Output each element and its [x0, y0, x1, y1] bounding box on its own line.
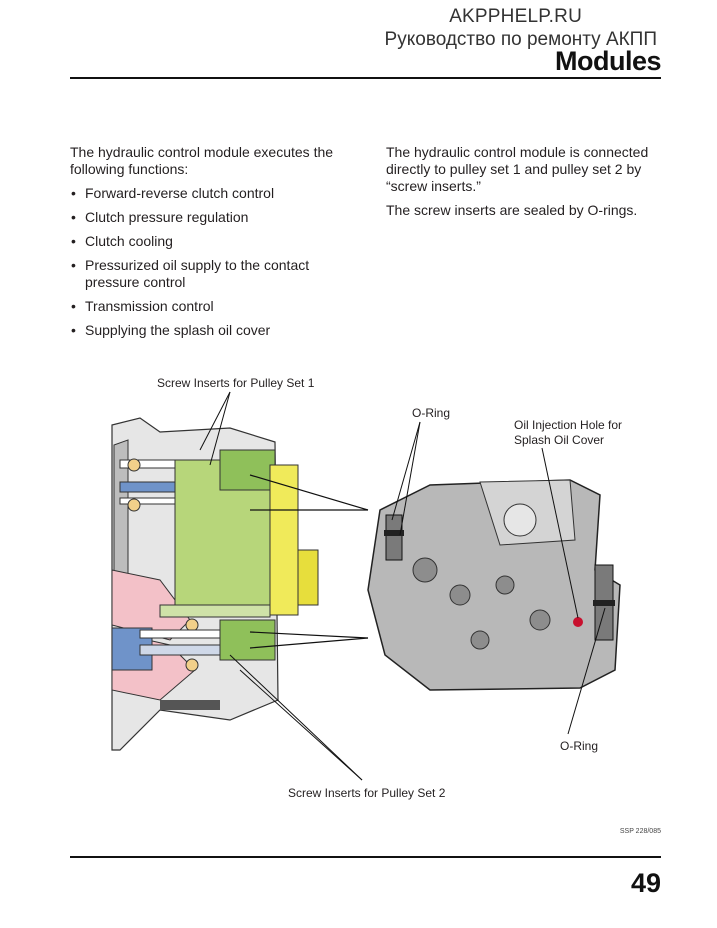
- label-leader-lines: [199, 391, 606, 781]
- hydraulic-module-illustration: Screw Inserts for Pulley Set 1 O-Ring Oi…: [100, 370, 660, 810]
- screw-inserts-pulley-set-2-label: Screw Inserts for Pulley Set 2: [288, 786, 446, 800]
- function-item: Transmission control: [70, 298, 360, 315]
- oil-injection-hole-label-line1: Oil Injection Hole for: [514, 418, 623, 432]
- connection-paragraph: The hydraulic control module is connecte…: [386, 144, 649, 194]
- illustration-drawing: [111, 391, 621, 781]
- function-item: Forward-reverse clutch control: [70, 185, 360, 202]
- function-item: Supplying the splash oil cover: [70, 322, 360, 339]
- o-ring-bottom-label: O-Ring: [560, 739, 599, 753]
- oil-injection-hole-label-line2: Splash Oil Cover: [514, 433, 605, 447]
- functions-list: Forward-reverse clutch control Clutch pr…: [70, 185, 360, 339]
- function-item: Clutch cooling: [70, 233, 360, 250]
- header-rule: [70, 77, 661, 79]
- page-number: 49: [630, 868, 661, 898]
- o-ring-top-label: O-Ring: [412, 406, 451, 420]
- seal-paragraph: The screw inserts are sealed by O-rings.: [386, 202, 638, 218]
- screw-inserts-pulley-set-1-label: Screw Inserts for Pulley Set 1: [157, 376, 315, 390]
- manual-subtitle: Руководство по ремонту АКПП: [384, 29, 657, 50]
- hydraulic-module-exterior: [367, 479, 621, 691]
- site-watermark: AKPPHELP.RU: [449, 6, 582, 27]
- figure-code: SSP 228/085: [619, 828, 661, 835]
- section-title: Modules: [554, 46, 662, 76]
- right-column: The hydraulic control module is connecte…: [386, 144, 656, 226]
- hydraulic-control-module-section: [159, 449, 319, 661]
- callout-connector-lines: [249, 474, 369, 649]
- left-column: The hydraulic control module executes th…: [70, 144, 360, 346]
- function-item: Clutch pressure regulation: [70, 209, 360, 226]
- function-item: Pressurized oil supply to the contact pr…: [70, 257, 360, 291]
- functions-intro: The hydraulic control module executes th…: [70, 144, 334, 177]
- footer-rule: [70, 856, 661, 858]
